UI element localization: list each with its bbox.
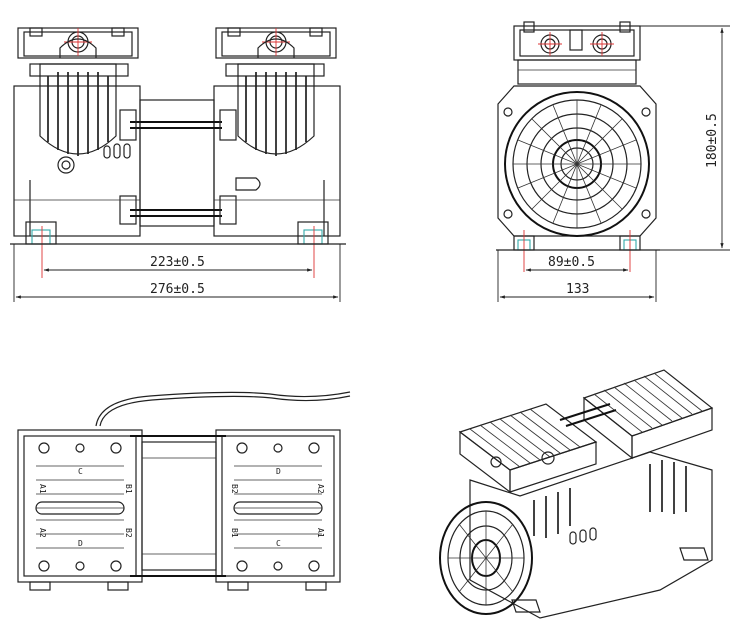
- power-cable: [95, 391, 351, 427]
- side-dimensions: [497, 25, 730, 302]
- front-left-head: [17, 27, 139, 156]
- head-label-d-right: D: [276, 467, 281, 476]
- front-dimensions: [13, 244, 341, 302]
- port-label-a2-top-right: A2: [316, 484, 325, 494]
- port-label-a1-bottom-right: A1: [316, 528, 325, 538]
- port-label-b2-bottom-left: B2: [124, 528, 133, 538]
- dim-223: 223±0.5: [150, 255, 205, 270]
- front-right-head: [215, 27, 337, 156]
- front-body: [10, 85, 346, 278]
- isometric-view: [439, 369, 714, 619]
- head-label-c-right: C: [276, 539, 281, 548]
- port-label-b1-top-left: B1: [124, 484, 133, 494]
- head-label-d-left: D: [78, 539, 83, 548]
- dim-276: 276±0.5: [150, 282, 205, 297]
- port-label-b1-bottom-right: B1: [230, 528, 239, 538]
- port-label-a2-bottom-left: A2: [38, 528, 47, 538]
- dim-89: 89±0.5: [548, 255, 595, 270]
- dim-133: 133: [566, 282, 589, 297]
- fan-grille: [513, 100, 641, 228]
- top-view: C D D C A1 B1 B2 A2 A2 B2 B1 A1: [17, 391, 351, 591]
- head-label-c-left: C: [78, 467, 83, 476]
- side-view: 180±0.5 89±0.5 133: [496, 21, 730, 302]
- iso-fan-grille: [448, 511, 524, 605]
- dim-180: 180±0.5: [705, 113, 720, 168]
- iso-body-fins: [533, 460, 687, 538]
- port-label-a1-top-left: A1: [38, 484, 47, 494]
- front-view: 223±0.5 276±0.5: [10, 27, 346, 302]
- top-fins: [36, 465, 322, 549]
- port-label-b2-top-right: B2: [230, 484, 239, 494]
